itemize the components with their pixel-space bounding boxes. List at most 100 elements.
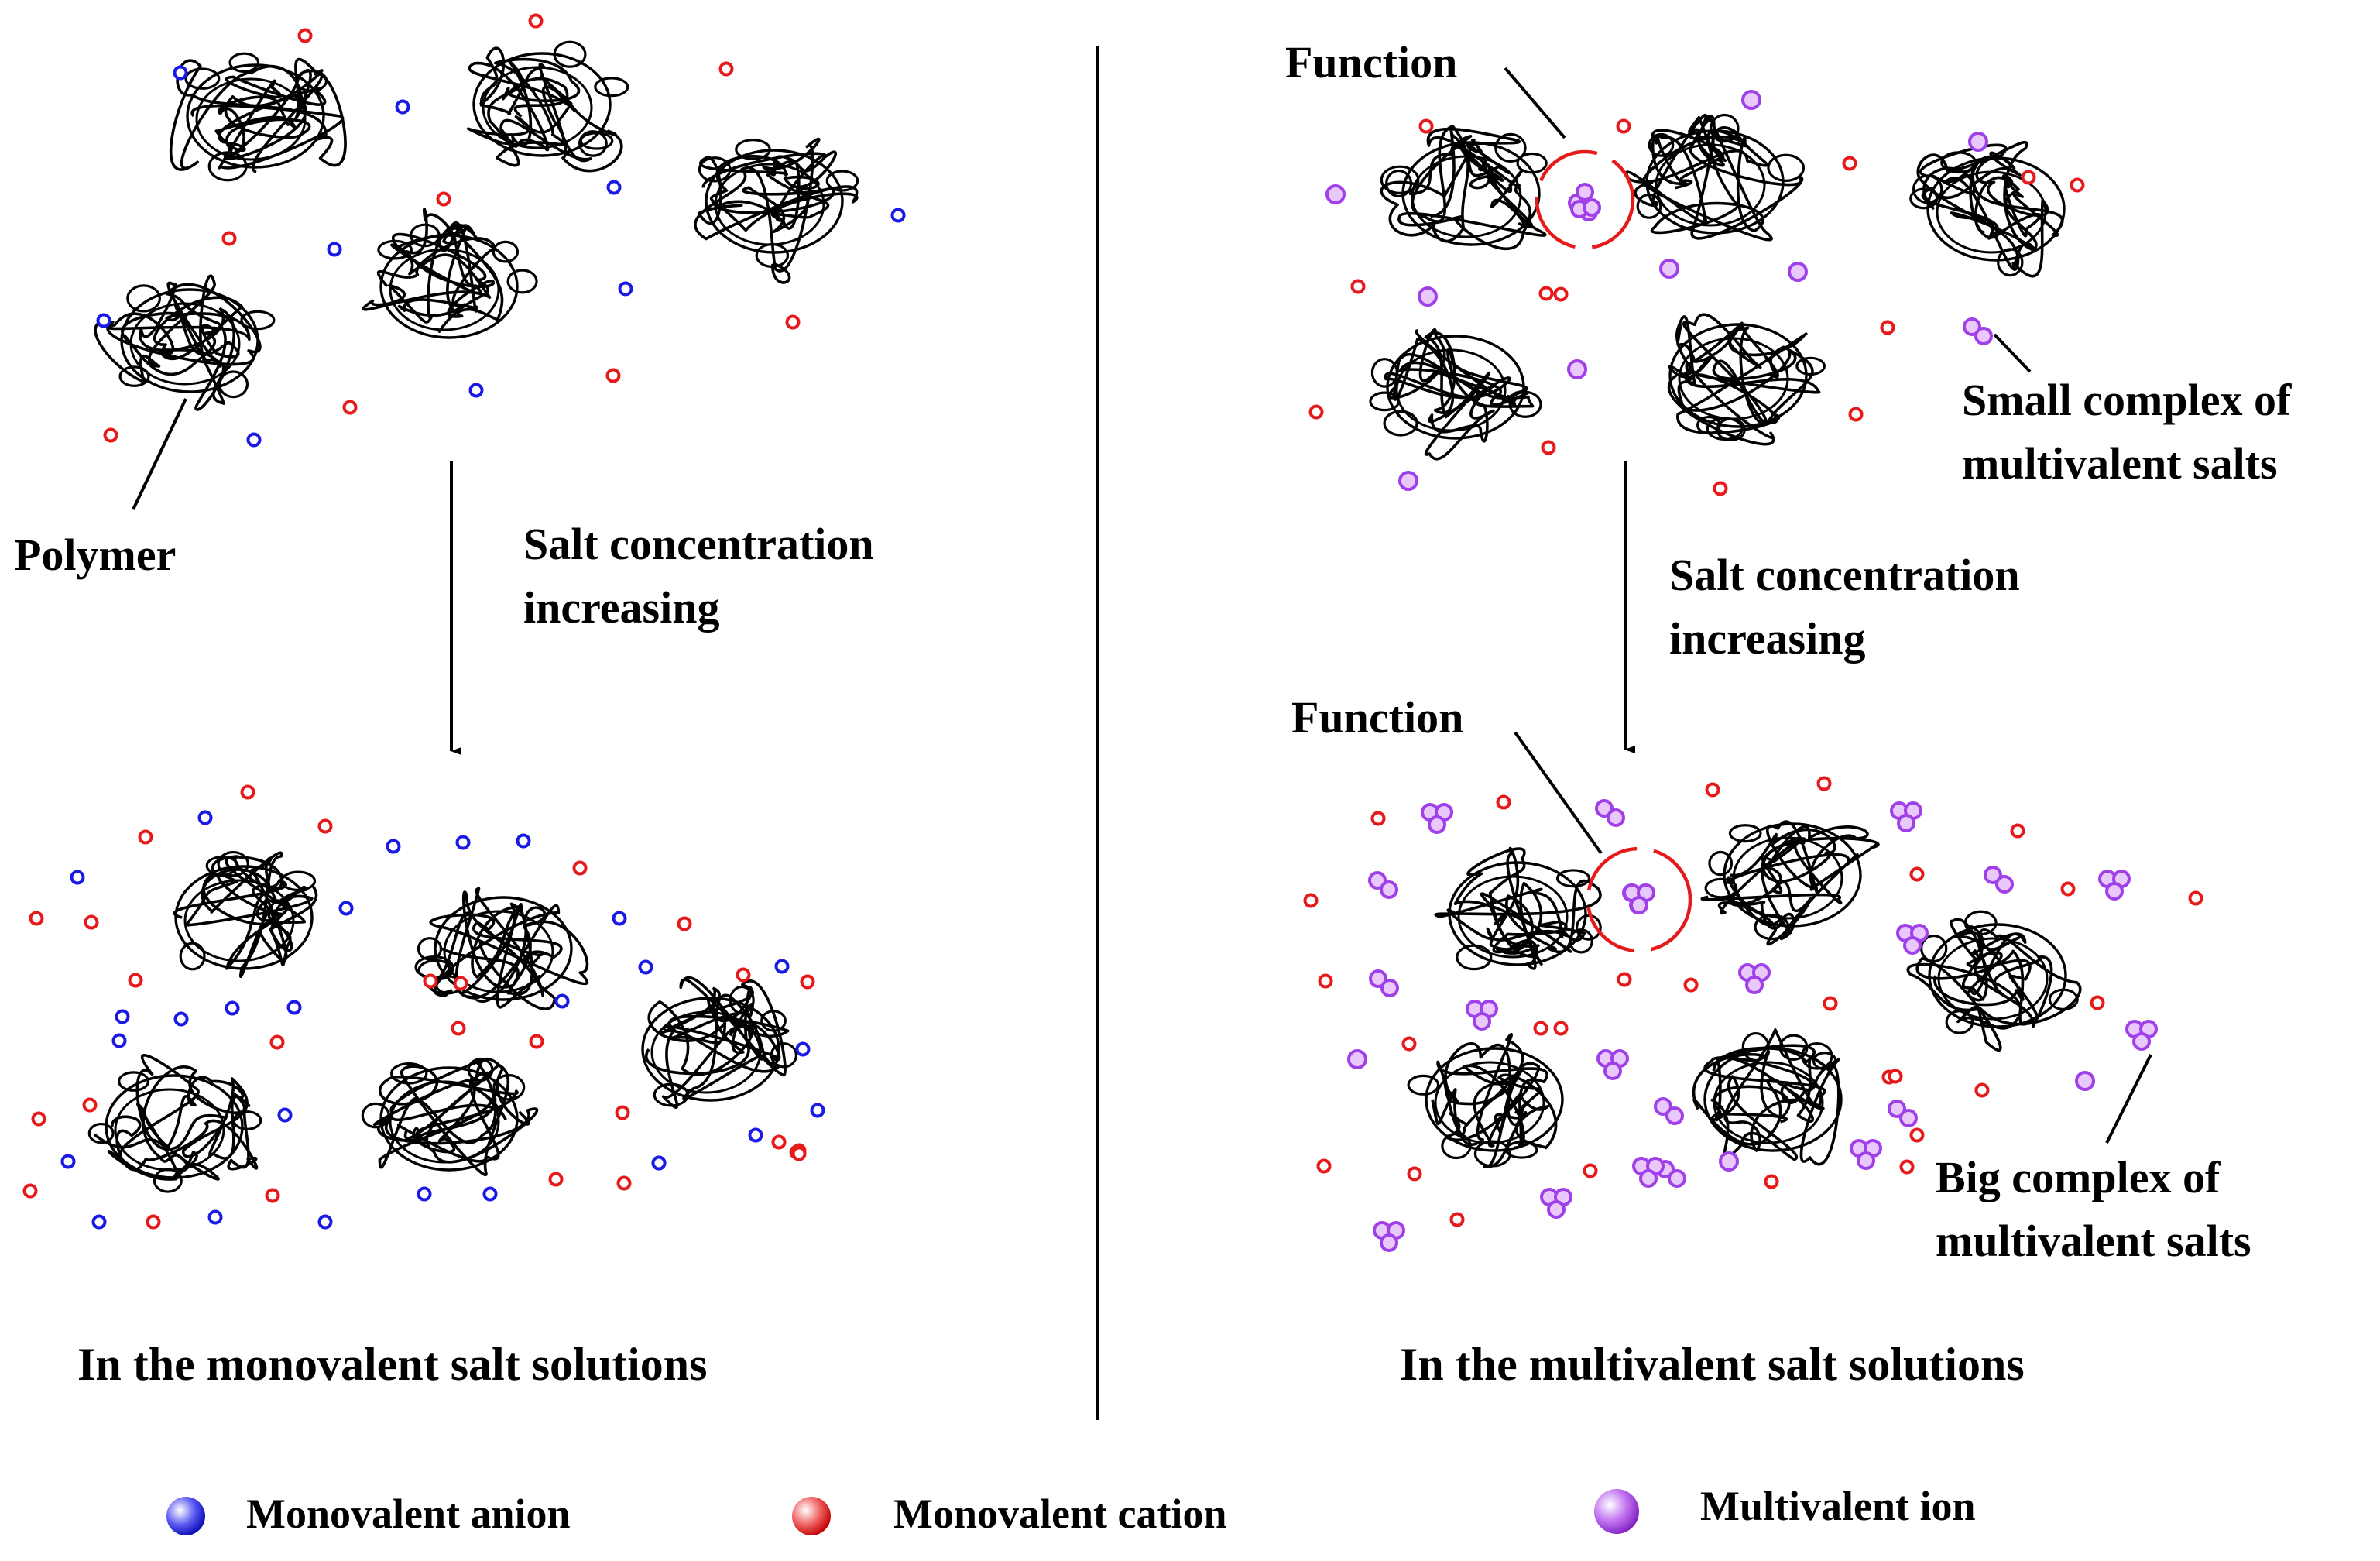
polymer-loop xyxy=(280,870,317,892)
monovalent-anion xyxy=(386,839,401,854)
monovalent-cation xyxy=(572,860,588,876)
monovalent-anion xyxy=(417,1186,432,1202)
monovalent-cation xyxy=(1713,481,1728,496)
monovalent-anion xyxy=(554,993,570,1009)
monovalent-cation xyxy=(146,1214,161,1230)
polymer-outer-loop xyxy=(1668,323,1808,428)
polymer-inner-loop xyxy=(1457,875,1569,959)
monovalent-cation xyxy=(22,1183,38,1199)
legend-anion-icon xyxy=(166,1497,205,1535)
multivalent-ion xyxy=(1995,875,2014,894)
monovalent-cation xyxy=(453,976,468,991)
monovalent-cation xyxy=(1823,996,1838,1011)
monovalent-cation xyxy=(317,818,333,834)
polymer-loop xyxy=(179,942,206,971)
monovalent-anion xyxy=(618,281,633,297)
polymer-outer-loop xyxy=(379,1066,519,1172)
multivalent-ion xyxy=(1665,1106,1684,1125)
monovalent-cation xyxy=(1816,776,1832,791)
multivalent-ion xyxy=(1380,1233,1398,1252)
polymer-loop xyxy=(1708,850,1734,877)
polymer-strand xyxy=(169,58,347,174)
multivalent-ion xyxy=(1668,1169,1686,1188)
polymer-coils xyxy=(87,40,2082,1193)
multivalent-ion xyxy=(1654,1097,1672,1116)
monovalent-anion xyxy=(810,1103,825,1118)
polymer-loop xyxy=(825,170,859,192)
monovalent-cation xyxy=(1842,156,1857,171)
monovalent-anion xyxy=(277,1107,293,1123)
polymer-strand xyxy=(645,976,790,1109)
multivalent-ion xyxy=(1380,880,1398,899)
polymer-loop xyxy=(184,67,221,90)
monovalent-cation xyxy=(1705,782,1720,798)
monovalent-anion xyxy=(173,1011,189,1027)
monovalent-anion xyxy=(111,1033,127,1048)
monovalent-cation xyxy=(528,13,544,29)
polymer-inner-loop xyxy=(443,910,554,993)
left-arrow-label-line2: increasing xyxy=(523,582,720,633)
small-complex-label: Small complex of multivalent salts xyxy=(1962,369,2291,496)
small-complex-label-line1: Small complex of xyxy=(1962,375,2292,425)
monovalent-cation xyxy=(1553,286,1569,302)
function-label-bottom: Function xyxy=(1291,692,1464,743)
polymer-inner-loop xyxy=(129,302,241,386)
left-caption: In the monovalent salt solutions xyxy=(77,1339,708,1390)
polymer-inner-loop xyxy=(1411,155,1522,238)
polymer-coil xyxy=(362,208,538,339)
polymer-loop xyxy=(1385,169,1413,198)
monovalent-cation xyxy=(1496,794,1511,810)
polymer-outer-loop xyxy=(1386,334,1525,440)
polymer-inner-loop xyxy=(1937,937,2049,1021)
monovalent-cation xyxy=(138,829,153,845)
monovalent-cation xyxy=(29,911,44,926)
monovalent-anion xyxy=(748,1127,763,1143)
polymer-loop xyxy=(698,156,732,183)
polymer-outer-loop xyxy=(1928,923,2067,1028)
monovalent-cation xyxy=(1303,893,1319,908)
multivalent-ion xyxy=(1659,259,1679,279)
monovalent-anion xyxy=(774,959,790,974)
monovalent-cation xyxy=(1974,1082,1990,1098)
polymer-inner-loop xyxy=(482,66,593,149)
monovalent-anion xyxy=(327,242,342,257)
function-top-pointer xyxy=(1504,67,1566,139)
polymer-loop xyxy=(1920,934,1948,963)
monovalent-cation xyxy=(451,1021,466,1036)
multivalent-ion xyxy=(1903,936,1922,955)
monovalent-anion xyxy=(468,383,484,398)
monovalent-cation xyxy=(297,28,313,43)
polymer-loop xyxy=(217,850,249,877)
polymer-strand xyxy=(94,274,262,411)
function-ring xyxy=(1535,149,1635,250)
polymer-loop xyxy=(240,310,276,331)
monovalent-cation xyxy=(1308,404,1324,420)
monovalent-anion xyxy=(317,1214,333,1230)
monovalent-cation xyxy=(736,967,751,983)
monovalent-anion xyxy=(795,1041,811,1057)
monovalent-cation xyxy=(423,973,438,989)
polymer-outer-loop xyxy=(705,149,844,254)
monovalent-anion xyxy=(115,1009,130,1024)
polymer-coil xyxy=(1625,113,1806,242)
polymer-strand xyxy=(427,887,589,1010)
monovalent-cation xyxy=(1407,1166,1422,1182)
polymer-coil xyxy=(1380,125,1548,250)
monovalent-anion xyxy=(606,180,622,195)
legend-multivalent-label: Multivalent ion xyxy=(1700,1483,1976,1529)
polymer-outer-loop xyxy=(1645,129,1785,235)
monovalent-cation xyxy=(1899,1159,1915,1175)
polymer-strand xyxy=(466,46,623,173)
polymer-coil xyxy=(173,850,318,978)
monovalent-cation xyxy=(616,1175,632,1191)
monovalent-cation xyxy=(677,916,692,931)
monovalent-anion xyxy=(96,313,111,328)
multivalent-ion xyxy=(2075,1071,2095,1091)
monovalent-anion xyxy=(60,1154,76,1169)
polymer-loop xyxy=(118,365,150,387)
polymer-outer-loop xyxy=(1448,861,1587,966)
monovalent-cation xyxy=(1316,1158,1332,1174)
polymer-loop xyxy=(1494,132,1527,163)
polymer-loop xyxy=(1456,944,1493,971)
